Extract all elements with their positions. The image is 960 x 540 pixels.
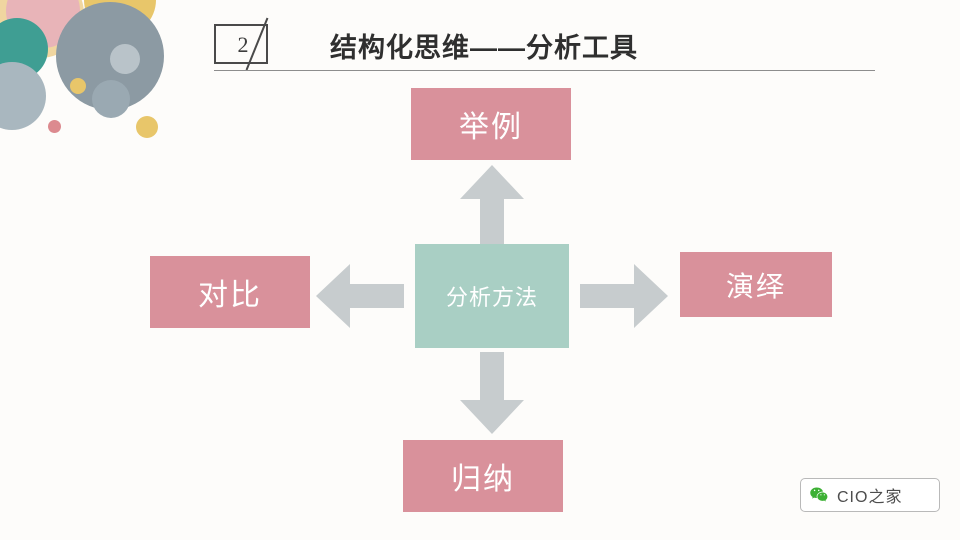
- header-divider: [214, 70, 875, 71]
- node-induction-label: 归纳: [451, 463, 515, 496]
- decor-circle: [70, 78, 86, 94]
- section-number: 2: [237, 32, 249, 57]
- node-deduction-label: 演绎: [725, 270, 786, 302]
- slide-header: 2 结构化思维——分析工具: [0, 0, 960, 80]
- arrow-left: [316, 264, 404, 328]
- decor-circle: [136, 116, 158, 138]
- section-number-badge: 2: [214, 24, 268, 64]
- arrow-down: [460, 352, 524, 434]
- node-induction[interactable]: 归纳: [403, 440, 571, 520]
- decor-circle: [48, 120, 61, 133]
- arrow-right: [580, 264, 668, 328]
- decor-circle: [110, 44, 140, 74]
- wechat-icon: [810, 487, 828, 502]
- wechat-label: CIO之家: [837, 489, 903, 506]
- page-title: 结构化思维——分析工具: [330, 33, 638, 63]
- node-example[interactable]: 举例: [411, 88, 579, 168]
- node-compare-label: 对比: [198, 279, 262, 312]
- decor-circle: [92, 80, 130, 118]
- wechat-badge[interactable]: CIO之家: [800, 478, 940, 512]
- node-example-label: 举例: [459, 111, 523, 144]
- arrow-up: [460, 165, 524, 245]
- node-analysis-method[interactable]: 分析方法: [415, 244, 569, 348]
- node-compare[interactable]: 对比: [150, 256, 318, 336]
- node-analysis-method-label: 分析方法: [445, 285, 538, 310]
- node-deduction[interactable]: 演绎: [680, 252, 840, 325]
